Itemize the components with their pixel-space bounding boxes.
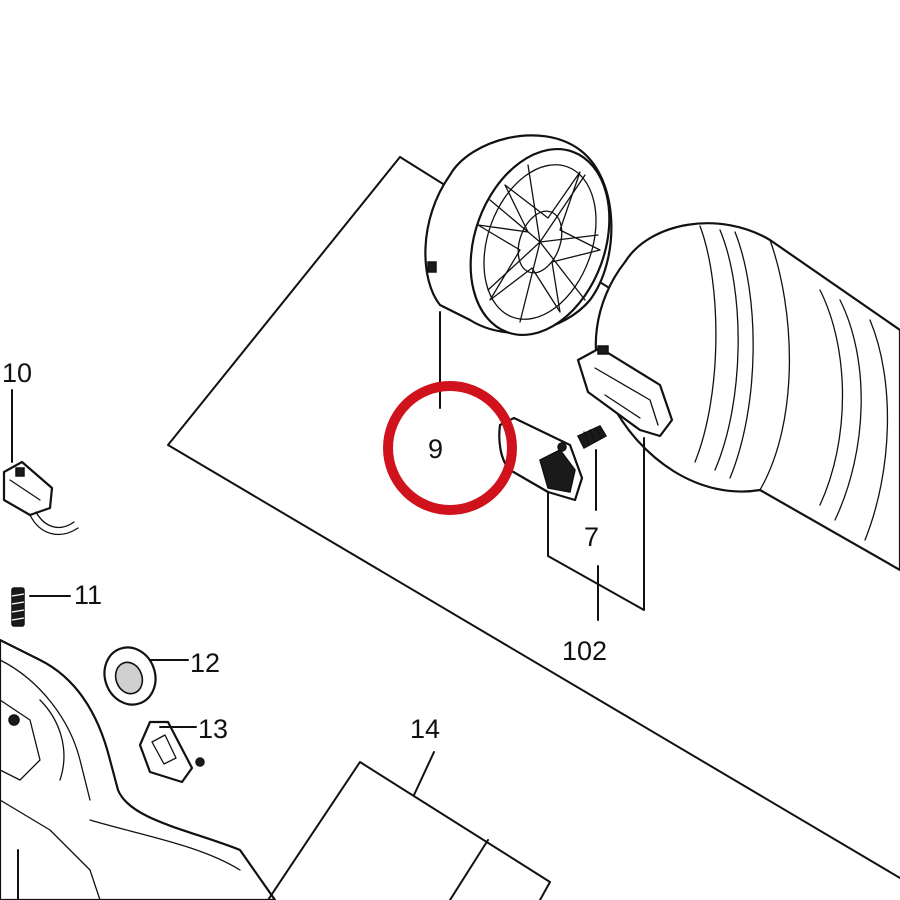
gear-housing <box>0 638 277 900</box>
callout-13: 13 <box>198 714 228 744</box>
switch-bracket <box>576 345 674 438</box>
callout-10: 10 <box>2 358 32 388</box>
callout-labels: 10 11 12 13 14 9 7 102 <box>2 358 607 744</box>
bearing-ring <box>103 646 157 706</box>
callout-11: 11 <box>74 580 102 610</box>
callout-9: 9 <box>428 434 443 464</box>
highlight-circle <box>383 381 517 515</box>
callout-12: 12 <box>190 648 220 678</box>
callout-102: 102 <box>562 636 607 666</box>
screw-11 <box>11 587 25 627</box>
motor-housing <box>594 222 900 572</box>
fan-wheel <box>424 134 613 337</box>
leader-lines <box>11 311 645 900</box>
spring-part <box>576 425 608 450</box>
callout-14: 14 <box>410 714 440 744</box>
cable-clamp <box>138 720 205 784</box>
brush-holder <box>2 460 79 536</box>
callout-7: 7 <box>584 522 599 552</box>
